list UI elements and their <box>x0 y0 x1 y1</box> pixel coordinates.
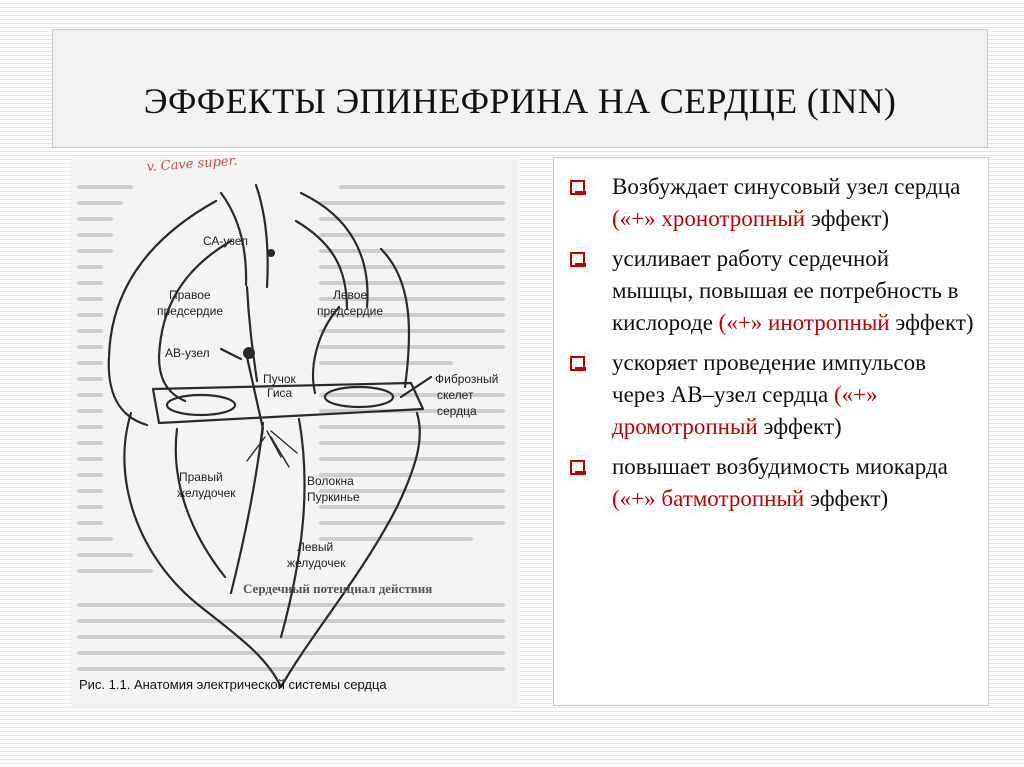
title-box: ЭФФЕКТЫ ЭПИНЕФРИНА НА СЕРДЦЕ (INN) <box>52 29 988 148</box>
his-bundle-label-1: Пучок <box>263 372 297 386</box>
left-atrium-inner <box>311 305 341 395</box>
right-ventricle-label-2: желудочек <box>177 486 236 500</box>
purkinje-fibers <box>246 430 298 468</box>
septum-upper <box>245 285 259 383</box>
checkbox-bullet-icon <box>570 252 586 267</box>
bullet-tail: эффект) <box>805 206 890 231</box>
left-atrium-label-2: предсердие <box>317 304 383 318</box>
bullet-text: повышает возбудимость миокарда <box>612 454 948 479</box>
left-ventricle-label-1: Левый <box>297 540 333 554</box>
fibrous-skeleton-band <box>151 381 425 425</box>
section-heading: Сердечный потенциал действия <box>243 581 432 596</box>
bullet-text: Возбуждает синусовый узел сердца <box>612 174 961 199</box>
effects-list-box: Возбуждает синусовый узел сердца («+» хр… <box>553 157 989 706</box>
list-item: усиливает работу сердечной мышцы, повыша… <box>570 243 976 339</box>
list-item: повышает возбудимость миокарда («+» батм… <box>570 451 976 515</box>
right-atrium-label-1: Правое <box>169 288 211 302</box>
sa-node-marker <box>267 249 275 257</box>
fibrous-label-3: сердца <box>437 404 477 418</box>
tricuspid-valve-ring <box>165 393 237 417</box>
right-atrium-inner <box>157 239 233 403</box>
bullet-text: ускоряет проведение импульсов через АВ–у… <box>612 350 926 407</box>
heart-conduction-diagram: СА-узел Правое предсердие Левое предсерд… <box>77 157 505 692</box>
bullet-tail: эффект) <box>804 486 889 511</box>
checkbox-bullet-icon <box>570 180 586 195</box>
fibrous-label-1: Фиброзный <box>435 372 498 386</box>
av-leader <box>219 347 243 361</box>
svc-vein-right <box>254 183 269 289</box>
list-item: Возбуждает синусовый узел сердца («+» хр… <box>570 171 976 235</box>
his-bundle-label-2: Гиса <box>267 386 293 400</box>
heart-outer-wall <box>123 411 421 689</box>
heart-figure-panel: СА-узел Правое предсердие Левое предсерд… <box>71 157 519 707</box>
bullet-tail: эффект) <box>757 414 842 439</box>
background-text-lines <box>77 185 505 671</box>
right-atrium-wall <box>107 199 218 427</box>
left-ventricle-inner <box>279 417 306 639</box>
purkinje-label-2: Пуркинье <box>307 490 360 504</box>
bullet-highlight: («+» дромотропный <box>612 382 878 439</box>
slide-title: ЭФФЕКТЫ ЭПИНЕФРИНА НА СЕРДЦЕ (INN) <box>143 81 897 121</box>
bullet-tail: эффект) <box>889 310 974 335</box>
checkbox-bullet-icon <box>570 460 586 475</box>
bullet-text: усиливает работу сердечной мышцы, повыша… <box>612 246 959 335</box>
list-item: ускоряет проведение импульсов через АВ–у… <box>570 347 976 443</box>
sa-node-label: СА-узел <box>203 234 248 248</box>
left-ventricle-label-2: желудочек <box>287 556 346 570</box>
right-ventricle-label-1: Правый <box>179 470 223 484</box>
mitral-valve-ring <box>323 385 395 409</box>
svc-vein-left <box>219 191 248 287</box>
purkinje-label-1: Волокна <box>307 474 354 488</box>
handwritten-note: v. Cave super. <box>146 157 238 175</box>
checkbox-bullet-icon <box>570 356 586 371</box>
bullet-highlight: («+» инотропный <box>718 310 890 335</box>
av-node-label: АВ-узел <box>165 346 210 360</box>
septum-lower <box>229 421 265 595</box>
left-atrium-label-1: Левое <box>333 288 367 302</box>
av-node-marker <box>243 347 255 359</box>
bullet-highlight: («+» батмотропный <box>612 486 805 511</box>
left-vessel-inner <box>294 219 349 311</box>
his-bundle-line <box>245 355 265 431</box>
figure-caption: Рис. 1.1. Анатомия электрической системы… <box>79 677 387 692</box>
right-ventricle-inner <box>174 427 227 579</box>
left-vessel-outer <box>299 191 369 309</box>
bullet-highlight: («+» хронотропный <box>612 206 806 231</box>
left-atrium-wall <box>379 247 411 389</box>
fibrous-label-2: скелет <box>437 388 474 402</box>
right-atrium-label-2: предсердие <box>157 304 223 318</box>
fibrous-leader <box>399 375 433 399</box>
effects-list: Возбуждает синусовый узел сердца («+» хр… <box>554 158 988 515</box>
